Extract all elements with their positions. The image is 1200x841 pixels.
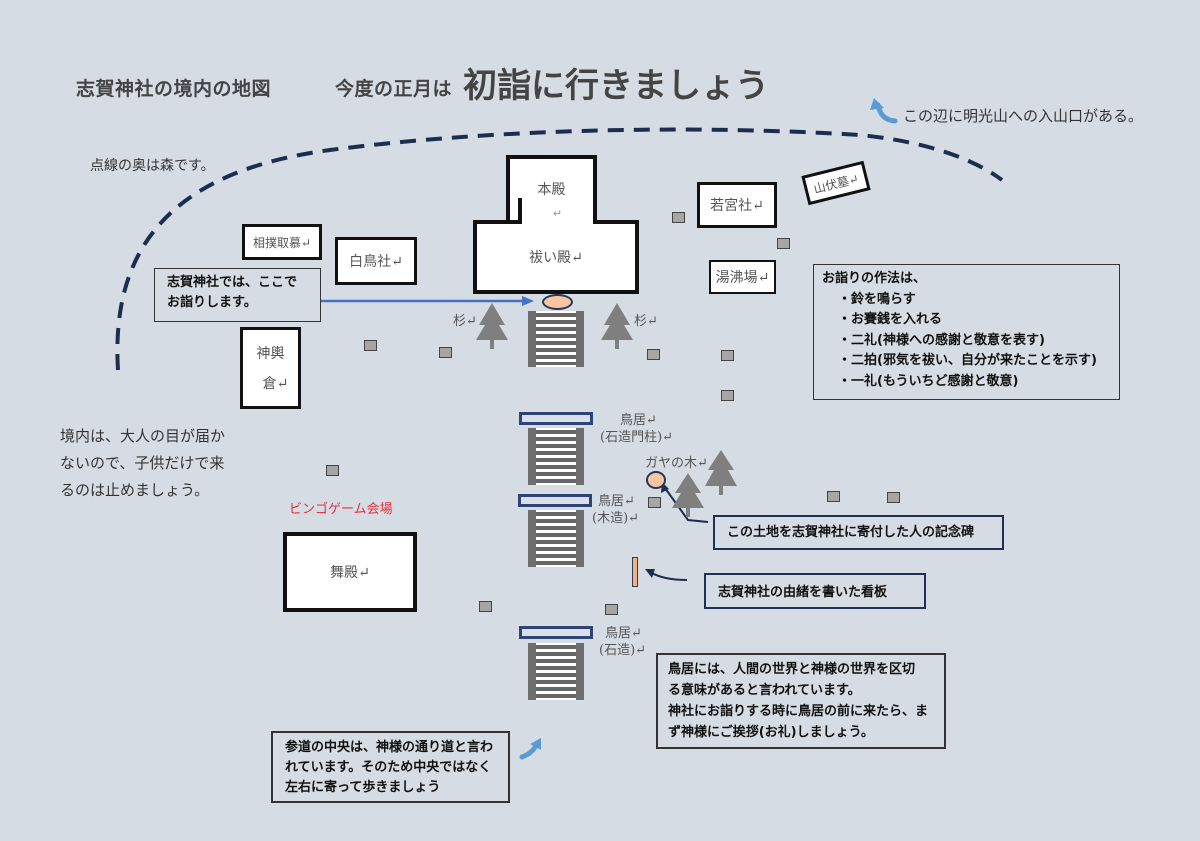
forest-note: 点線の奥は森です。 xyxy=(90,158,215,174)
mountain-entrance-arrow-icon xyxy=(870,98,898,124)
stairs-2 xyxy=(528,428,584,485)
return-mark: ↵ xyxy=(552,206,563,220)
kaya-tree-label: ガヤの木↵ xyxy=(645,456,708,471)
saisen-box xyxy=(542,294,573,310)
warning-line: るのは止めましょう。 xyxy=(60,481,210,499)
torii3-label-line1: 鳥居↵ xyxy=(605,626,642,641)
callout-line: る意味があると言われています。 xyxy=(668,683,861,698)
worship-here-callout: 志賀神社では、ここで お詣りします。 xyxy=(154,268,321,322)
map-title: 志賀神社の境内の地図 xyxy=(76,78,272,100)
stairs-main xyxy=(528,311,584,367)
shiratori-label: 白鳥社↵ xyxy=(349,254,403,270)
stone-lantern xyxy=(605,604,618,615)
stone-lantern xyxy=(364,340,377,351)
callout-line: 鳥居には、人間の世界と神様の世界を区切 xyxy=(668,662,916,677)
callout-line: 参道の中央は、神様の通り道と言わ xyxy=(285,740,494,755)
memorial-stone-marker xyxy=(646,471,666,489)
memorial-callout: この土地を志賀神社に寄付した人の記念碑 xyxy=(713,515,1004,550)
etiquette-step: ・一礼(もういちど感謝と敬意) xyxy=(838,373,1019,389)
yuwakashi-label: 湯沸場↵ xyxy=(715,270,770,286)
torii2-label: 鳥居↵ (木造)↵ xyxy=(592,493,639,527)
sumo-building[interactable]: 相撲取慕↵ xyxy=(242,224,322,260)
torii1-label: 鳥居↵ (石造門柱)↵ xyxy=(600,412,673,446)
mountain-entrance-note: この辺に明光山への入山口がある。 xyxy=(903,107,1144,125)
honden-label: 本殿 xyxy=(537,182,566,198)
mikoshi-label-line1: 神輿 xyxy=(256,346,285,362)
sign-pointer-arrow xyxy=(645,569,688,581)
history-sign-callout: 志賀神社の由緒を書いた看板 xyxy=(704,573,926,609)
stone-lantern xyxy=(647,349,660,360)
kaya-tree-icon xyxy=(705,450,737,495)
torii1-label-line1: 鳥居↵ xyxy=(620,413,657,428)
sando-arrow-icon xyxy=(519,738,541,760)
callout-line: 志賀神社では、ここで xyxy=(167,275,298,290)
torii-stone-gatepost xyxy=(519,412,593,425)
maiden-label: 舞殿↵ xyxy=(330,565,370,581)
torii2-label-line2: (木造)↵ xyxy=(592,511,640,526)
torii-meaning-callout: 鳥居には、人間の世界と神様の世界を区切 る意味があると言われています。 神社にお… xyxy=(656,653,946,749)
yuwakashi-building[interactable]: 湯沸場↵ xyxy=(709,260,776,294)
forest-boundary-dashed-line xyxy=(115,127,1004,371)
callout-line: 神社にお詣りする時に鳥居の前に来たら、ま xyxy=(668,704,929,719)
haiden-building[interactable]: 祓い殿↵ xyxy=(473,220,639,294)
stone-lantern xyxy=(721,390,734,401)
stone-lantern xyxy=(777,238,790,249)
history-sign-text: 志賀神社の由緒を書いた看板 xyxy=(718,585,888,600)
stone-lantern xyxy=(326,465,339,476)
wakamiya-label: 若宮社↵ xyxy=(710,198,764,214)
callout-line: ず神様にご挨拶(お礼)しましょう。 xyxy=(668,725,874,740)
sugi-right-label: 杉↵ xyxy=(634,314,658,329)
headline: 初詣に行きましょう xyxy=(463,66,769,106)
torii3-label: 鳥居↵ (石造)↵ xyxy=(599,625,646,659)
sumo-label: 相撲取慕↵ xyxy=(252,235,312,250)
etiquette-heading: お詣りの作法は、 xyxy=(822,271,927,286)
tree-icon xyxy=(672,473,704,517)
stone-lantern xyxy=(672,212,685,223)
etiquette-step: ・お賽銭を入れる xyxy=(838,312,943,327)
torii3-label-line2: (石造)↵ xyxy=(599,643,647,658)
warning-line: ないので、子供だけで来 xyxy=(60,454,225,472)
torii-wooden xyxy=(518,494,592,507)
torii-stone xyxy=(519,626,593,639)
history-signboard xyxy=(632,557,638,587)
etiquette-callout: お詣りの作法は、 ・鈴を鳴らす ・お賽銭を入れる ・二礼(神様への感謝と敬意を表… xyxy=(813,264,1120,400)
wakamiya-shrine[interactable]: 若宮社↵ xyxy=(697,182,777,228)
etiquette-step: ・二拍(邪気を祓い、自分が来たことを示す) xyxy=(838,353,1097,368)
subtitle-prefix: 今度の正月は xyxy=(335,78,453,100)
memorial-text: この土地を志賀神社に寄付した人の記念碑 xyxy=(727,525,975,540)
etiquette-step: ・鈴を鳴らす xyxy=(838,291,916,307)
shrine-joint xyxy=(522,218,593,224)
stone-lantern xyxy=(648,497,661,508)
mikoshi-label-line2: 倉↵ xyxy=(262,376,289,392)
stairs-3 xyxy=(528,510,584,567)
torii1-label-line2: (石造門柱)↵ xyxy=(600,430,674,445)
shiratori-shrine[interactable]: 白鳥社↵ xyxy=(335,237,417,285)
stone-lantern xyxy=(439,347,452,358)
children-warning-note: 境内は、大人の目が届か ないので、子供だけで来 るのは止めましょう。 xyxy=(60,423,225,504)
sugi-left-label: 杉↵ xyxy=(453,314,477,329)
sando-callout: 参道の中央は、神様の通り道と言わ れています。そのため中央ではなく 左右に寄って… xyxy=(271,731,510,803)
callout-line: れています。そのため中央ではなく xyxy=(285,760,492,775)
stone-lantern xyxy=(721,350,734,361)
cedar-tree-left-icon xyxy=(476,303,508,349)
stairs-4 xyxy=(528,643,584,700)
bingo-venue-label: ビンゴゲーム会場 xyxy=(289,502,393,517)
mikoshi-storehouse[interactable]: 神輿 倉↵ xyxy=(240,327,301,409)
stone-lantern xyxy=(827,491,840,502)
etiquette-step: ・二礼(神様への感謝と敬意を表す) xyxy=(838,332,1045,348)
callout-line: 左右に寄って歩きましょう xyxy=(285,780,441,795)
maiden-stage[interactable]: 舞殿↵ xyxy=(283,532,417,612)
warning-line: 境内は、大人の目が届か xyxy=(60,427,226,445)
cedar-tree-right-icon xyxy=(601,303,633,349)
yamabushi-label: 山伏墓↵ xyxy=(812,171,861,196)
callout-line: お詣りします。 xyxy=(167,295,257,310)
haiden-label: 祓い殿↵ xyxy=(529,250,583,266)
stone-lantern xyxy=(479,601,492,612)
worship-arrow xyxy=(320,296,534,306)
torii2-label-line1: 鳥居↵ xyxy=(598,494,635,509)
stone-lantern xyxy=(887,492,900,503)
